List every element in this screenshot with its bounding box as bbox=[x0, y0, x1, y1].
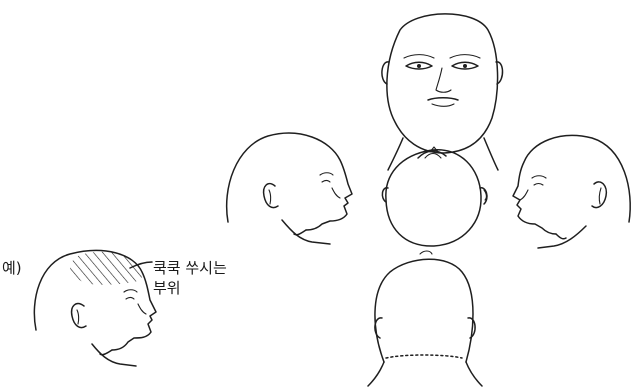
example-label: 예) bbox=[2, 259, 22, 277]
back-view-head bbox=[368, 251, 482, 386]
pain-area-label-line2: 부위 bbox=[153, 279, 181, 297]
front-view-head bbox=[382, 14, 503, 170]
right-profile-head bbox=[227, 133, 352, 244]
example-profile-head bbox=[34, 250, 156, 366]
left-profile-head bbox=[513, 135, 630, 248]
pain-area-label: 쿡쿡 쑤시는 bbox=[153, 259, 227, 277]
top-view-head bbox=[382, 147, 487, 246]
hatched-pain-area bbox=[70, 252, 142, 285]
